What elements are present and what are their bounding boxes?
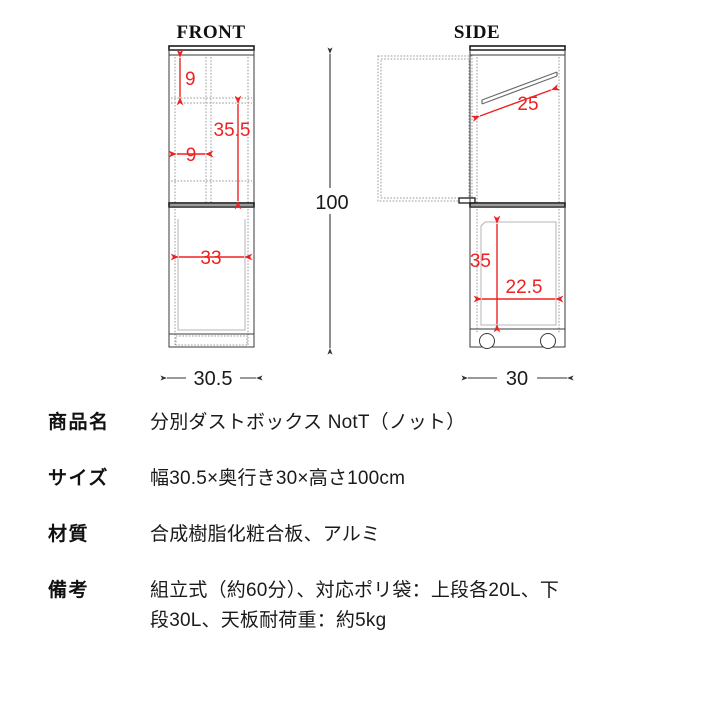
side-dim-rail-label: 25 (517, 94, 538, 115)
side-dim-bin-depth-label: 22.5 (506, 277, 543, 298)
side-open-door-outline (377, 55, 473, 202)
front-upper-body (168, 54, 255, 206)
front-lower-body (168, 206, 255, 348)
side-open-door (377, 55, 476, 204)
spec-value-material: 合成樹脂化粧合板、アルミ (150, 524, 381, 545)
side-caster-back (540, 333, 556, 349)
front-plinth (175, 335, 248, 346)
side-upper-body (469, 54, 566, 206)
side-dim-overall-depth-label: 30 (506, 368, 528, 390)
front-lower-inner-bin (177, 219, 246, 331)
front-top-panel (168, 45, 255, 51)
side-caster-front (479, 333, 495, 349)
spec-row-size: サイズ 幅30.5×奥行き30×高さ100cm (0, 464, 713, 494)
side-lower-body (469, 206, 566, 348)
spec-label-material: 材質 (48, 524, 90, 545)
side-lower-inner-bin (480, 221, 557, 326)
spec-label-size: サイズ (48, 468, 109, 489)
side-dim-rail-line (470, 83, 561, 123)
side-door-handle (458, 197, 476, 204)
technical-drawing: FRONT (160, 22, 574, 390)
front-dim-inner-width-label: 9 (186, 145, 197, 166)
overall-height-label-bg (310, 188, 354, 214)
spec-value-product-name: 分別ダストボックス NotT（ノット） (150, 412, 466, 433)
spec-label-remarks: 備考 (48, 580, 90, 601)
spec-table: 商品名 分別ダストボックス NotT（ノット） サイズ 幅30.5×奥行き30×… (0, 408, 713, 662)
spec-row-product-name: 商品名 分別ダストボックス NotT（ノット） (0, 408, 713, 438)
front-dim-overall-width-label: 30.5 (194, 368, 233, 390)
front-dim-overall-width-bg (186, 366, 240, 388)
front-dim-lower-width-label: 33 (200, 248, 221, 269)
side-view-title: SIDE (454, 22, 500, 43)
front-view-title: FRONT (177, 22, 246, 43)
spec-row-material: 材質 合成樹脂化粧合板、アルミ (0, 520, 713, 550)
side-dim-bin-height-label: 35 (470, 251, 491, 272)
side-cabinet-body (469, 45, 566, 349)
front-dim-top-gap-label: 9 (185, 69, 196, 90)
front-cabinet-body (168, 45, 255, 348)
side-top-panel (469, 45, 566, 51)
spec-label-product-name: 商品名 (48, 412, 110, 433)
side-open-door-inner (380, 58, 470, 199)
spec-row-remarks: 備考 組立式（約60分）、対応ポリ袋：上段各20L、下段30L、天板耐荷重：約5… (0, 576, 713, 636)
spec-value-remarks: 組立式（約60分）、対応ポリ袋：上段各20L、下段30L、天板耐荷重：約5kg (150, 580, 560, 631)
drawing-canvas: FRONT (160, 22, 574, 390)
front-dim-upper-height-label: 35.5 (214, 120, 251, 141)
spec-value-size: 幅30.5×奥行き30×高さ100cm (150, 468, 406, 489)
side-dim-overall-depth-bg (497, 366, 537, 388)
overall-height-label: 100 (315, 192, 348, 214)
